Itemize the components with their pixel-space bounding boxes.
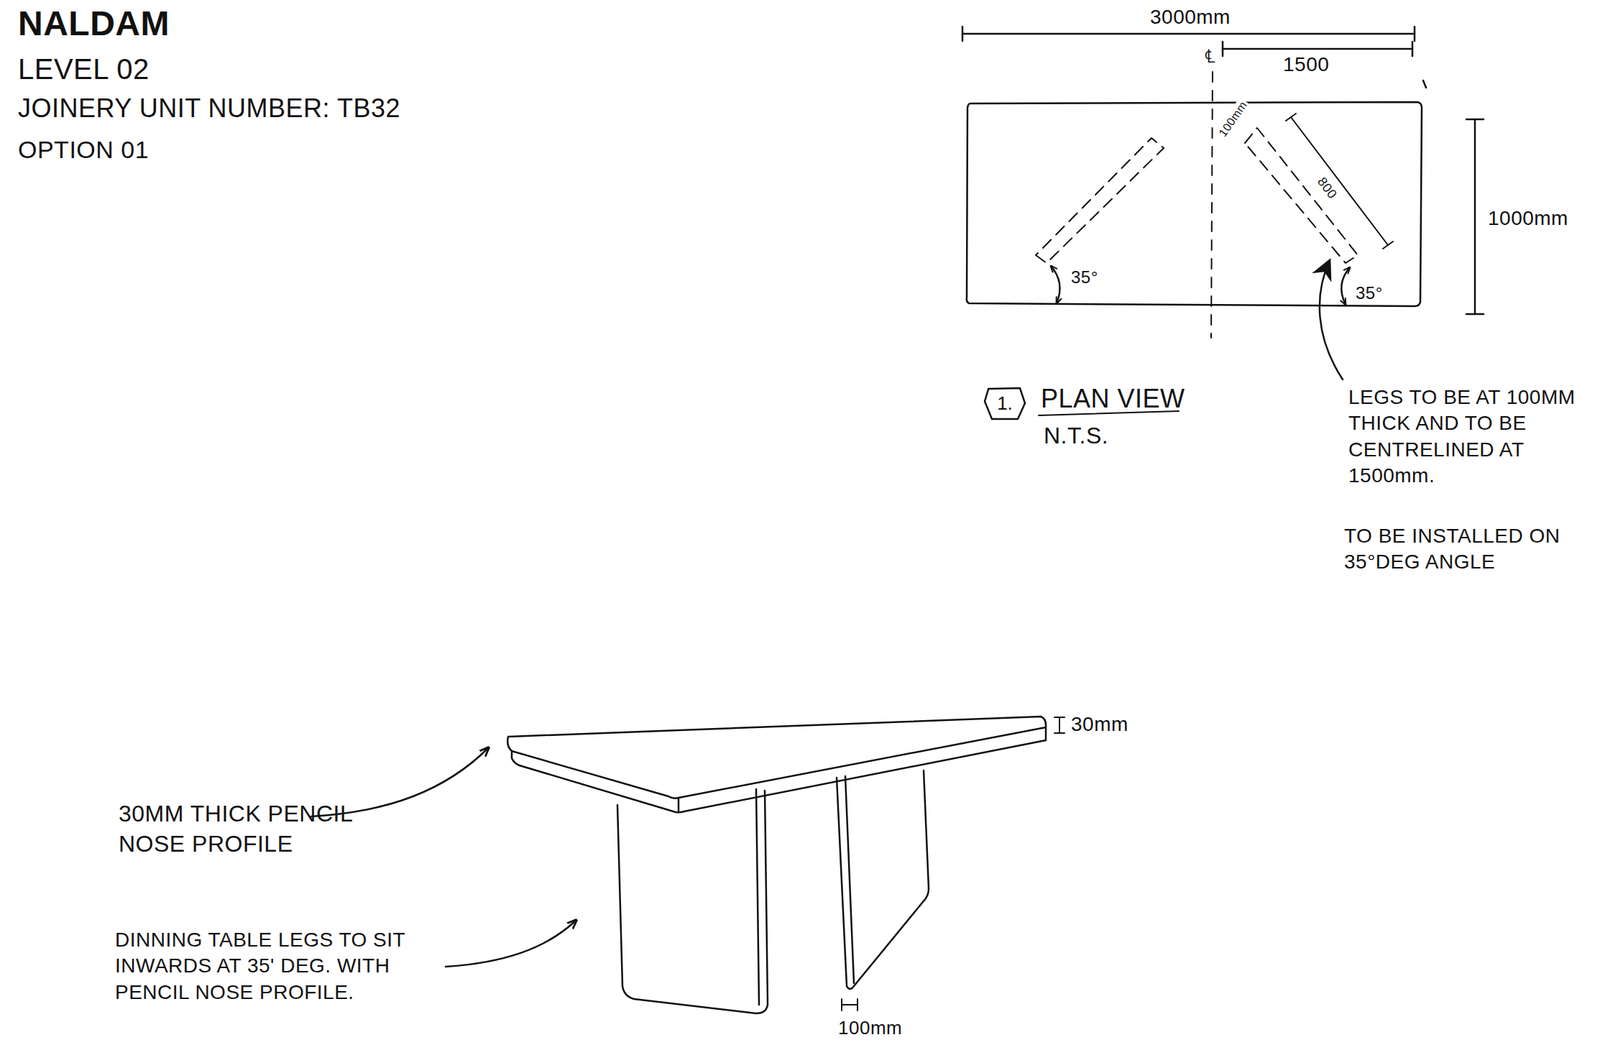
callout-text-holder: 1. [983,385,1027,422]
dimension-text: 30mm [1070,711,1129,738]
callout-number: 1. [996,392,1013,415]
centreline-symbol: ℄ [1204,44,1217,70]
dimension-text: 3000mm [1150,4,1231,31]
option-text: OPTION 01 [17,133,149,166]
title-text: NALDAM [17,1,170,47]
dimension-text: 100mm [1214,97,1252,142]
scale-note: N.T.S. [1043,421,1109,452]
unit-number-text: JOINERY UNIT NUMBER: TB32 [17,92,401,126]
angle-text: 35° [1355,281,1383,305]
level-text: LEVEL 02 [17,50,150,88]
callout-marker: 1. [983,385,1027,422]
dimension-text: 100mm [838,1016,903,1041]
dimension-text: 1000mm [1487,205,1569,232]
note-text: DINNING TABLE LEGS TO SIT INWARDS AT 35'… [115,927,443,1006]
note-text: TO BE INSTALLED ON 35°DEG ANGLE [1344,523,1585,576]
note-text: 30MM THICK PENCIL NOSE PROFILE [118,799,407,859]
view-title: PLAN VIEW [1040,382,1186,417]
dimension-text: 1500 [1283,51,1330,78]
note-text: LEGS TO BE AT 100MM THICK AND TO BE CENT… [1348,384,1590,490]
angle-text: 35° [1070,265,1099,289]
